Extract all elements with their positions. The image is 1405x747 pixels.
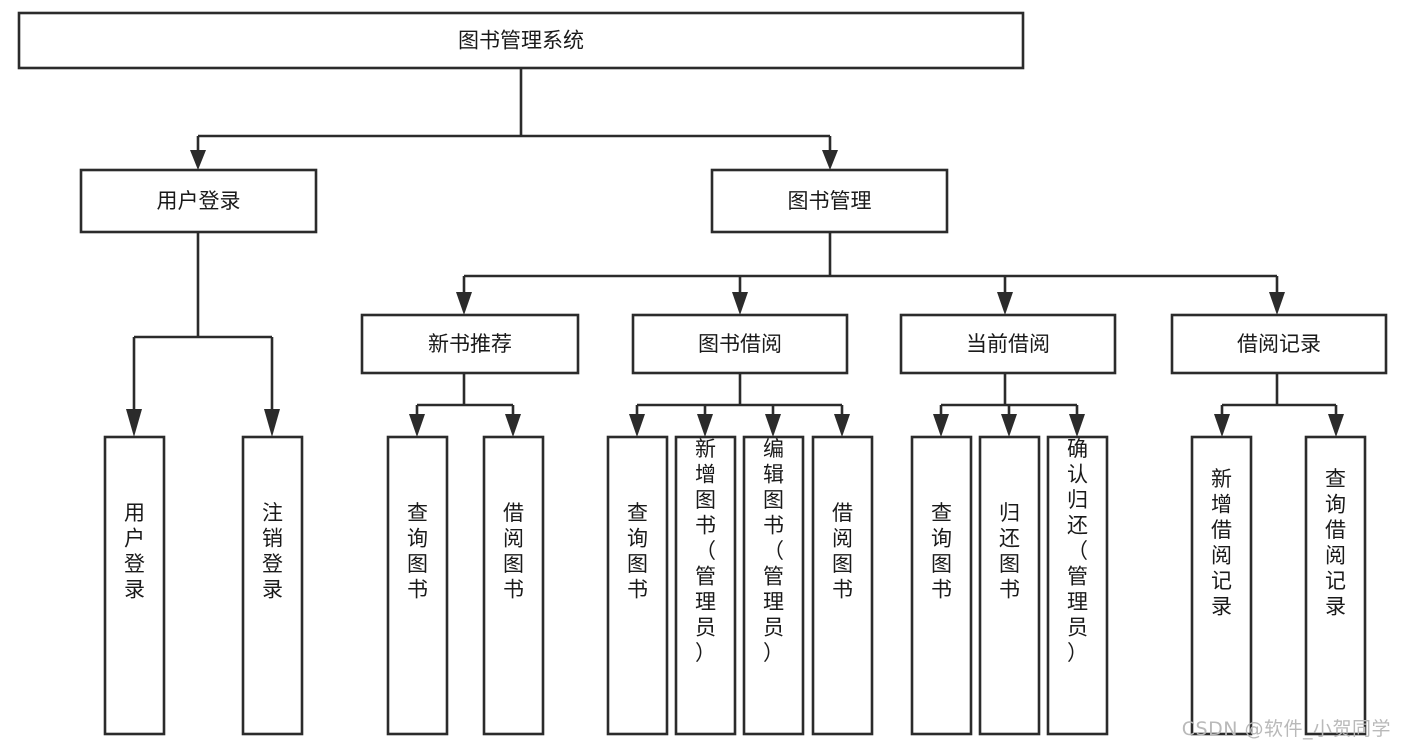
node-box-leaf-records-add xyxy=(1190,435,1253,736)
arrowhead-records-leaf-1 xyxy=(1214,414,1230,437)
node-box-root xyxy=(17,11,1025,70)
arrowhead-borrow-leaf-3 xyxy=(765,414,781,437)
node-box-book-borrow xyxy=(631,313,849,375)
node-current-borrow[interactable]: 当前借阅 xyxy=(899,313,1117,375)
node-leaf-newbook-query[interactable]: 查询图书 xyxy=(386,435,449,736)
node-box-leaf-borrow-query xyxy=(606,435,669,736)
node-box-leaf-borrow-do xyxy=(811,435,874,736)
arrowhead-bookmgmt-records xyxy=(1269,292,1285,315)
arrowhead-records-leaf-2 xyxy=(1328,414,1344,437)
arrowhead-newbook-leaf-2 xyxy=(505,414,521,437)
node-box-leaf-newbook-query xyxy=(386,435,449,736)
node-leaf-current-query[interactable]: 查询图书 xyxy=(910,435,973,736)
node-box-leaf-logout xyxy=(241,435,304,736)
node-label-current-borrow: 当前借阅 xyxy=(966,332,1050,356)
node-label-leaf-logout: 注销登录 xyxy=(262,501,283,602)
node-box-leaf-user-login xyxy=(103,435,166,736)
node-root-system[interactable]: 图书管理系统 xyxy=(17,11,1025,70)
node-label-leaf-borrow-add: 新增图书（管理员） xyxy=(695,437,716,665)
connector-group-root xyxy=(190,68,838,170)
node-label-book-borrow: 图书借阅 xyxy=(698,332,782,356)
node-borrow-records[interactable]: 借阅记录 xyxy=(1170,313,1388,375)
arrowhead-bookmgmt-current xyxy=(997,292,1013,315)
node-label-leaf-user-login: 用户登录 xyxy=(124,501,145,602)
arrowhead-current-leaf-3 xyxy=(1069,414,1085,437)
arrowhead-root-to-login xyxy=(190,150,206,170)
node-box-book-management xyxy=(710,168,949,234)
node-box-leaf-records-query xyxy=(1304,435,1367,736)
node-label-leaf-current-confirm: 确认归还（管理员） xyxy=(1067,437,1088,665)
node-label-leaf-newbook-borrow: 借阅图书 xyxy=(503,501,524,602)
node-leaf-newbook-borrow[interactable]: 借阅图书 xyxy=(482,435,545,736)
arrowhead-login-leaf-1 xyxy=(126,409,142,437)
node-box-new-book-recommend xyxy=(360,313,580,375)
connector-group-login xyxy=(126,232,280,437)
node-leaf-records-query[interactable]: 查询借阅记录 xyxy=(1304,435,1367,736)
connector-group-newbook xyxy=(409,373,521,437)
arrowhead-root-to-bookmgmt xyxy=(822,150,838,170)
node-box-leaf-current-confirm xyxy=(1046,435,1109,736)
arrowhead-login-leaf-2 xyxy=(264,409,280,437)
node-leaf-borrow-edit[interactable]: 编辑图书（管理员） xyxy=(742,435,805,736)
arrowhead-bookmgmt-borrow xyxy=(732,292,748,315)
node-box-leaf-borrow-add xyxy=(674,435,737,736)
node-user-login[interactable]: 用户登录 xyxy=(79,168,318,234)
node-label-leaf-current-return: 归还图书 xyxy=(999,501,1020,602)
node-label-leaf-borrow-query: 查询图书 xyxy=(627,501,648,602)
node-label-leaf-current-query: 查询图书 xyxy=(931,501,952,602)
node-label-leaf-records-add: 新增借阅记录 xyxy=(1211,467,1232,619)
node-box-current-borrow xyxy=(899,313,1117,375)
node-label-root: 图书管理系统 xyxy=(458,29,584,53)
connector-group-current xyxy=(933,373,1085,437)
node-leaf-borrow-query[interactable]: 查询图书 xyxy=(606,435,669,736)
node-book-management[interactable]: 图书管理 xyxy=(710,168,949,234)
node-box-leaf-current-return xyxy=(978,435,1041,736)
node-box-leaf-current-query xyxy=(910,435,973,736)
node-label-leaf-newbook-query: 查询图书 xyxy=(407,501,428,602)
node-label-book-management: 图书管理 xyxy=(788,189,872,213)
node-label-user-login: 用户登录 xyxy=(157,189,241,213)
node-leaf-current-confirm[interactable]: 确认归还（管理员） xyxy=(1046,435,1109,736)
connector-group-bookmgmt xyxy=(456,232,1285,315)
node-leaf-user-login[interactable]: 用户登录 xyxy=(103,435,166,736)
node-leaf-borrow-add[interactable]: 新增图书（管理员） xyxy=(674,435,737,736)
node-box-leaf-borrow-edit xyxy=(742,435,805,736)
node-box-borrow-records xyxy=(1170,313,1388,375)
arrowhead-newbook-leaf-1 xyxy=(409,414,425,437)
node-book-borrow[interactable]: 图书借阅 xyxy=(631,313,849,375)
node-leaf-current-return[interactable]: 归还图书 xyxy=(978,435,1041,736)
node-label-borrow-records: 借阅记录 xyxy=(1237,332,1321,356)
arrowhead-bookmgmt-newbook xyxy=(456,292,472,315)
node-leaf-borrow-do[interactable]: 借阅图书 xyxy=(811,435,874,736)
node-leaf-logout[interactable]: 注销登录 xyxy=(241,435,304,736)
node-box-leaf-newbook-borrow xyxy=(482,435,545,736)
arrowhead-borrow-leaf-4 xyxy=(834,414,850,437)
arrowhead-current-leaf-1 xyxy=(933,414,949,437)
node-new-book-recommend[interactable]: 新书推荐 xyxy=(360,313,580,375)
node-box-user-login xyxy=(79,168,318,234)
node-label-leaf-borrow-do: 借阅图书 xyxy=(832,501,853,602)
node-label-new-book-recommend: 新书推荐 xyxy=(428,332,512,356)
node-label-leaf-records-query: 查询借阅记录 xyxy=(1325,467,1346,619)
node-label-leaf-borrow-edit: 编辑图书（管理员） xyxy=(763,437,784,665)
connector-group-borrow xyxy=(629,373,850,437)
arrowhead-current-leaf-2 xyxy=(1001,414,1017,437)
node-leaf-records-add[interactable]: 新增借阅记录 xyxy=(1190,435,1253,736)
arrowhead-borrow-leaf-2 xyxy=(697,414,713,437)
arrowhead-borrow-leaf-1 xyxy=(629,414,645,437)
connector-group-records xyxy=(1214,373,1344,437)
